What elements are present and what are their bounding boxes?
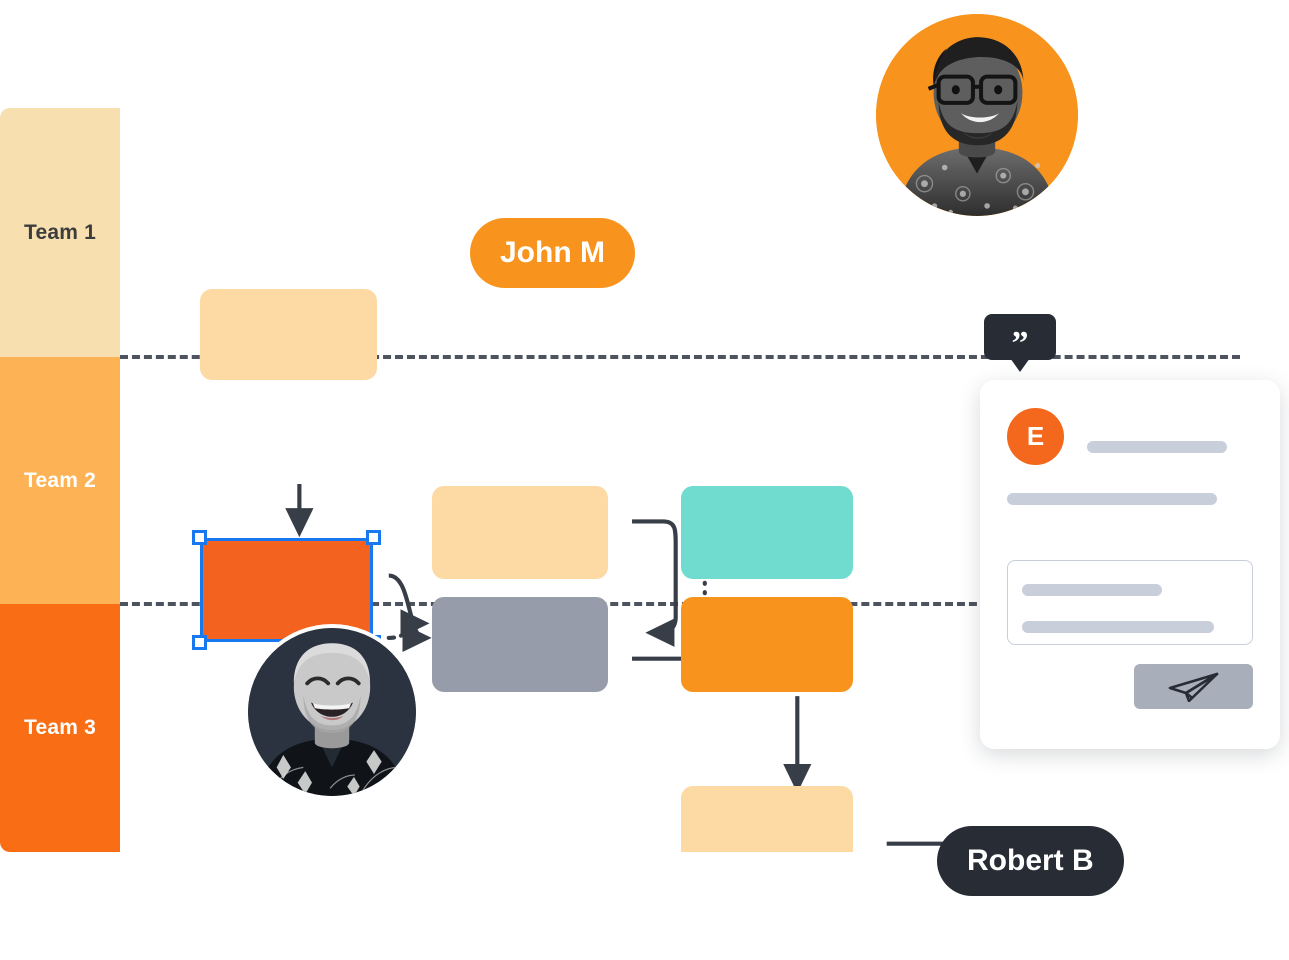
reply-placeholder-line-1 bbox=[1022, 584, 1162, 596]
swimlane-header-team-3[interactable]: Team 3 bbox=[0, 604, 120, 852]
collaborator-name: John M bbox=[500, 236, 605, 269]
swimlane-label: Team 1 bbox=[23, 220, 96, 244]
comment-body-placeholder bbox=[1007, 493, 1217, 505]
flow-node-4[interactable] bbox=[432, 597, 608, 692]
flow-node-6[interactable] bbox=[681, 597, 853, 692]
flow-node-7[interactable] bbox=[681, 786, 853, 852]
avatar-john[interactable] bbox=[876, 14, 1078, 216]
comment-author-avatar: E bbox=[1007, 408, 1064, 465]
avatar-robert[interactable] bbox=[244, 624, 420, 800]
swimlane-header-team-2[interactable]: Team 2 bbox=[0, 357, 120, 604]
comment-marker-icon[interactable]: ” bbox=[984, 314, 1056, 372]
comment-author-initial: E bbox=[1026, 421, 1045, 451]
swimlane-header-team-1[interactable]: Team 1 bbox=[0, 108, 120, 357]
reply-placeholder-line-2 bbox=[1022, 621, 1214, 633]
cursor-label-robert[interactable]: Robert B bbox=[937, 826, 1124, 896]
quote-bubble-icon: ” bbox=[984, 314, 1056, 362]
quote-bubble-tail-icon bbox=[1010, 358, 1030, 372]
avatar-photo-john bbox=[876, 14, 1078, 216]
swimlane-divider bbox=[120, 355, 1240, 359]
resize-handle-top-left[interactable] bbox=[192, 530, 207, 545]
avatar-photo-robert bbox=[248, 628, 416, 796]
quote-glyph: ” bbox=[1011, 325, 1029, 362]
comment-author-row: E bbox=[1007, 408, 1258, 466]
collaborator-name: Robert B bbox=[967, 844, 1094, 877]
swimlane-divider bbox=[120, 602, 1240, 606]
send-comment-button[interactable] bbox=[1134, 664, 1253, 709]
comment-author-name-placeholder bbox=[1087, 441, 1227, 453]
flow-node-5[interactable] bbox=[681, 486, 853, 579]
resize-handle-bottom-left[interactable] bbox=[192, 635, 207, 650]
swimlane-label: Team 3 bbox=[23, 716, 96, 739]
paper-plane-icon bbox=[1168, 672, 1218, 702]
swimlane-label: Team 2 bbox=[23, 468, 96, 492]
connector-node2-to-node3 bbox=[386, 609, 430, 640]
flow-node-1[interactable] bbox=[200, 289, 377, 380]
comment-reply-input[interactable] bbox=[1007, 560, 1253, 645]
comment-card[interactable]: E bbox=[980, 380, 1280, 749]
cursor-label-john[interactable]: John M bbox=[470, 218, 635, 288]
flow-node-3[interactable] bbox=[432, 486, 608, 579]
connector-node3-to-node4 bbox=[632, 519, 678, 647]
resize-handle-top-right[interactable] bbox=[366, 530, 381, 545]
connector-node2-to-node4 bbox=[388, 573, 432, 652]
